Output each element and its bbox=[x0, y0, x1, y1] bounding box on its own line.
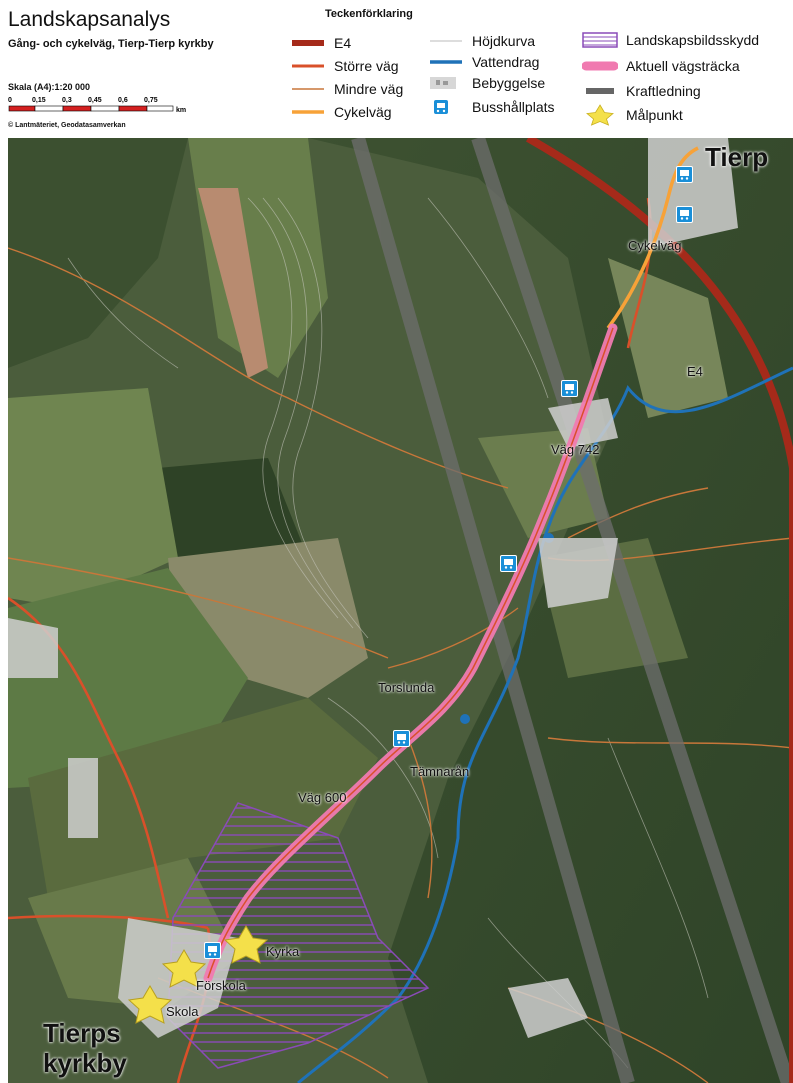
forest-northwest bbox=[8, 138, 188, 368]
legend-item-aktuell-vagstracka: Aktuell vägsträcka bbox=[582, 55, 740, 77]
field-large bbox=[28, 698, 378, 898]
legend-item-landskapsbildsskydd: Landskapsbildsskydd bbox=[582, 29, 759, 51]
legend-item-mindre-vag: Mindre väg bbox=[290, 78, 403, 100]
target-star-skola bbox=[127, 985, 173, 1024]
legend-label: Vattendrag bbox=[472, 54, 540, 70]
thin-line-icon bbox=[428, 30, 468, 52]
bus-stop-icon[interactable] bbox=[561, 380, 578, 397]
scale-tick: 0,6 bbox=[118, 97, 128, 104]
thick-line-icon bbox=[290, 32, 330, 54]
bus-stop-icon[interactable] bbox=[676, 166, 693, 183]
star-icon bbox=[582, 104, 622, 126]
scale-label: Skala (A4):1:20 000 bbox=[8, 82, 91, 92]
legend-title: Teckenförklaring bbox=[325, 8, 413, 20]
legend-label: Cykelväg bbox=[334, 104, 392, 120]
scale-tick: 0,45 bbox=[88, 97, 102, 104]
line-icon bbox=[428, 51, 468, 73]
legend-item-busshallplats: Busshållplats bbox=[428, 96, 555, 118]
legend-item-malpunkt: Målpunkt bbox=[582, 104, 683, 126]
scale-unit: km bbox=[176, 107, 186, 114]
legend-label: Bebyggelse bbox=[472, 75, 546, 91]
pond bbox=[460, 714, 470, 724]
scale-ticks: 0 0,15 0,3 0,45 0,6 0,75 km bbox=[8, 97, 186, 114]
building-patch-icon bbox=[428, 72, 468, 94]
line-icon bbox=[290, 101, 330, 123]
landskapsbildsskydd-area bbox=[167, 802, 430, 1069]
place-label-tierps: Tierps bbox=[43, 1018, 121, 1048]
label-tamnaran: Tämnarån bbox=[410, 764, 470, 779]
thin-line-icon bbox=[290, 78, 330, 100]
scale-tick: 0 bbox=[8, 97, 12, 104]
label-cykelvag: Cykelväg bbox=[628, 238, 682, 253]
e4-road bbox=[526, 138, 793, 469]
label-e4: E4 bbox=[687, 364, 703, 379]
legend-item-storre-vag: Större väg bbox=[290, 55, 399, 77]
legend-label: Mindre väg bbox=[334, 81, 404, 97]
place-label-tierp: Tierp bbox=[705, 142, 769, 172]
hatched-rect-icon bbox=[582, 29, 622, 51]
scale-bar: 0 0,15 0,3 0,45 0,6 0,75 km bbox=[8, 97, 186, 114]
cykelvag-path bbox=[606, 146, 699, 330]
field-west bbox=[8, 388, 178, 608]
bus-stop-icon[interactable] bbox=[676, 206, 693, 223]
legend-label: Busshållplats bbox=[472, 99, 555, 115]
map-graphics bbox=[8, 138, 793, 1083]
scale-tick: 0,15 bbox=[32, 97, 46, 104]
map-canvas[interactable]: Tierp Cykelväg E4 Väg 742 Torslunda Tämn… bbox=[8, 138, 793, 1083]
legend-label: Kraftledning bbox=[626, 83, 701, 99]
line-icon bbox=[290, 55, 330, 77]
label-kyrka: Kyrka bbox=[266, 944, 300, 959]
road-centerline bbox=[207, 327, 614, 979]
label-vag-742: Väg 742 bbox=[551, 442, 600, 457]
legend-label: Aktuell vägsträcka bbox=[626, 58, 740, 74]
field-northeast bbox=[608, 258, 728, 418]
legend-label: Höjdkurva bbox=[472, 33, 536, 49]
legend-item-bebyggelse: Bebyggelse bbox=[428, 72, 545, 94]
clearing-strip bbox=[198, 188, 268, 378]
bus-stop-icon[interactable] bbox=[500, 555, 517, 572]
label-skola: Skola bbox=[166, 1004, 199, 1019]
legend-item-kraftledning: Kraftledning bbox=[582, 80, 701, 102]
legend-label: E4 bbox=[334, 35, 352, 51]
place-label-kyrkby: kyrkby bbox=[43, 1048, 127, 1078]
legend-label: Målpunkt bbox=[626, 107, 683, 123]
bus-stop-icon bbox=[428, 96, 468, 118]
target-star-kyrka bbox=[223, 925, 269, 964]
legend-item-hojdkurva: Höjdkurva bbox=[428, 30, 535, 52]
scale-tick: 0,75 bbox=[144, 97, 158, 104]
map-header: Landskapsanalys Gång- och cykelväg, Tier… bbox=[0, 0, 793, 138]
legend-label: Landskapsbildsskydd bbox=[626, 32, 760, 48]
bus-stop-icon[interactable] bbox=[204, 942, 221, 959]
copyright-credit: © Lantmäteriet, Geodatasamverkan bbox=[8, 122, 126, 129]
legend-label: Större väg bbox=[334, 58, 399, 74]
legend-item-e4: E4 bbox=[290, 32, 351, 54]
target-star-forskola bbox=[161, 949, 207, 988]
legend-item-cykelvag: Cykelväg bbox=[290, 101, 392, 123]
pink-line-icon bbox=[582, 55, 622, 77]
scale-tick: 0,3 bbox=[62, 97, 72, 104]
gray-line-icon bbox=[582, 80, 622, 102]
label-forskola: Förskola bbox=[196, 978, 246, 993]
power-lines bbox=[351, 138, 793, 1083]
bus-stop-icon[interactable] bbox=[393, 730, 410, 747]
map-subtitle: Gång- och cykelväg, Tierp-Tierp kyrkby bbox=[8, 38, 214, 50]
map-title: Landskapsanalys bbox=[8, 8, 171, 31]
label-vag-600: Väg 600 bbox=[298, 790, 347, 805]
place-label-torslunda: Torslunda bbox=[378, 680, 435, 695]
legend-item-vattendrag: Vattendrag bbox=[428, 51, 539, 73]
